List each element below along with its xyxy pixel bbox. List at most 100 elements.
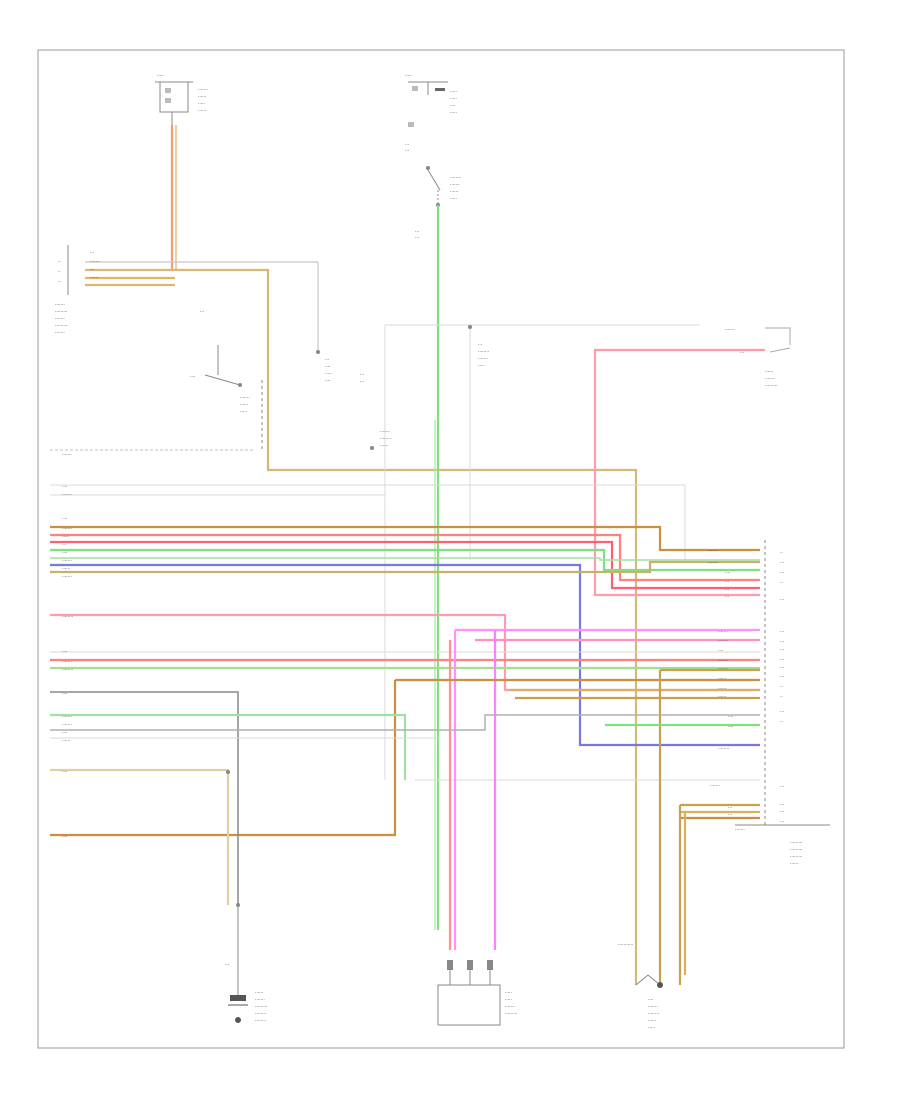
svg-text:..: .. [780, 549, 783, 555]
svg-text:.........: ......... [790, 853, 803, 859]
small-switch-left: ... .... ....... ...... ..... [190, 308, 263, 450]
svg-text:...: ... [780, 708, 784, 714]
svg-text:...: ... [405, 147, 409, 153]
svg-text:...: ... [360, 371, 364, 377]
diagram-frame [37, 49, 845, 1049]
svg-text:.......: ....... [62, 658, 72, 664]
svg-text:......: ...... [648, 1017, 656, 1023]
svg-text:.......: ....... [710, 782, 720, 788]
svg-text:...: ... [780, 569, 784, 575]
svg-text:...: ... [740, 349, 744, 355]
svg-text:...: ... [90, 266, 94, 272]
svg-text:....: .... [718, 647, 724, 653]
svg-text:...........: ........... [618, 941, 633, 947]
top-center-switch: ..... ..... ..... .... ..... ... ... ...… [405, 72, 461, 240]
svg-text:.......: ....... [765, 375, 775, 381]
svg-text:.......: ....... [55, 315, 65, 321]
svg-text:.......: ....... [708, 559, 718, 565]
svg-text:....: .... [190, 373, 196, 379]
left-pin-labels: ....... .... ....... .... ....... ..... … [62, 451, 73, 839]
svg-text:.....: ..... [240, 408, 247, 414]
svg-text:.....: ..... [450, 95, 457, 101]
svg-text:.......: ....... [90, 258, 100, 264]
svg-text:..: .. [780, 579, 783, 585]
svg-text:...: ... [725, 586, 729, 592]
svg-text:.....: ..... [450, 195, 457, 201]
top-left-component: ..... ....... ...... ..... ...... [155, 72, 208, 125]
wires [50, 125, 791, 985]
svg-text:.......: ....... [380, 428, 390, 434]
svg-text:.......: ....... [62, 451, 72, 457]
svg-text:.....: ..... [325, 370, 332, 376]
svg-text:...: ... [780, 656, 784, 662]
svg-text:....: .... [62, 768, 68, 774]
svg-text:......: ...... [90, 274, 98, 280]
svg-text:.........: ......... [790, 846, 803, 852]
svg-text:...: ... [200, 308, 204, 314]
right-module-connector: ....... ....... .... ... ... ... .. ... … [708, 540, 830, 866]
svg-text:.......: ....... [718, 657, 728, 663]
svg-text:....: .... [62, 690, 68, 696]
svg-text:.......: ....... [718, 637, 728, 643]
svg-text:.....: ..... [62, 533, 69, 539]
svg-text:....: .... [62, 648, 68, 654]
svg-text:....: .... [725, 569, 731, 575]
svg-text:...: ... [780, 646, 784, 652]
svg-text:..: .. [780, 718, 783, 724]
svg-text:.........: ......... [55, 308, 68, 314]
svg-text:.......: ....... [718, 665, 728, 671]
bottom-left-ground: ... ...... ....... ......... ........ ..… [225, 770, 268, 1023]
svg-text:....: .... [62, 549, 68, 555]
svg-text:.....: ..... [478, 362, 485, 368]
svg-text:.......: ....... [62, 721, 72, 727]
svg-text:.....: ..... [450, 109, 457, 115]
svg-text:..: .. [58, 258, 61, 264]
svg-text:.......: ....... [735, 826, 745, 832]
svg-text:.........: ......... [255, 1003, 268, 1009]
svg-text:.......: ....... [62, 525, 72, 531]
svg-text:.....: ..... [648, 1024, 655, 1030]
svg-text:...: ... [780, 783, 784, 789]
svg-text:...: ... [90, 249, 94, 255]
svg-text:...: ... [780, 664, 784, 670]
svg-text:....: .... [62, 833, 68, 839]
svg-text:...: ... [415, 228, 419, 234]
svg-text:...: ... [780, 596, 784, 602]
svg-text:..: .. [58, 278, 61, 284]
svg-text:........: ........ [255, 1010, 266, 1016]
svg-text:....: .... [325, 377, 331, 383]
svg-text:.......: ....... [240, 394, 250, 400]
svg-text:.....: ..... [505, 996, 512, 1002]
svg-text:....: .... [62, 483, 68, 489]
svg-text:.........: ......... [790, 839, 803, 845]
svg-text:.....: ..... [505, 989, 512, 995]
svg-text:.......: ....... [255, 996, 265, 1002]
svg-text:...: ... [405, 141, 409, 147]
svg-text:..: .. [58, 268, 61, 274]
svg-text:........: ........ [62, 666, 73, 672]
svg-text:.........: ......... [505, 1010, 518, 1016]
svg-text:........: ........ [62, 613, 73, 619]
svg-text:...: ... [728, 804, 732, 810]
svg-text:......: ...... [198, 93, 206, 99]
svg-text:......: ...... [718, 693, 726, 699]
svg-text:.........: ......... [55, 322, 68, 328]
svg-text:.......: ....... [55, 301, 65, 307]
svg-text:.......: ....... [62, 557, 72, 563]
svg-text:..: .. [780, 683, 783, 689]
svg-text:.......: ....... [708, 547, 718, 553]
svg-text:....: .... [648, 996, 654, 1002]
svg-text:...: ... [325, 356, 329, 362]
center-labels: ... .... ..... .... ... ... ....... ....… [316, 325, 489, 450]
svg-text:.......: ....... [62, 491, 72, 497]
svg-text:....: .... [728, 713, 734, 719]
svg-text:......: ...... [62, 737, 70, 743]
svg-text:......: ...... [718, 685, 726, 691]
svg-text:.......: ....... [62, 713, 72, 719]
svg-text:........: ........ [648, 1010, 659, 1016]
top-right-component: ....... ... ...... ....... ......... [725, 326, 778, 388]
svg-text:...: ... [728, 811, 732, 817]
svg-text:...: ... [225, 961, 229, 967]
svg-text:..: .. [780, 693, 783, 699]
svg-text:.......: ....... [478, 355, 488, 361]
